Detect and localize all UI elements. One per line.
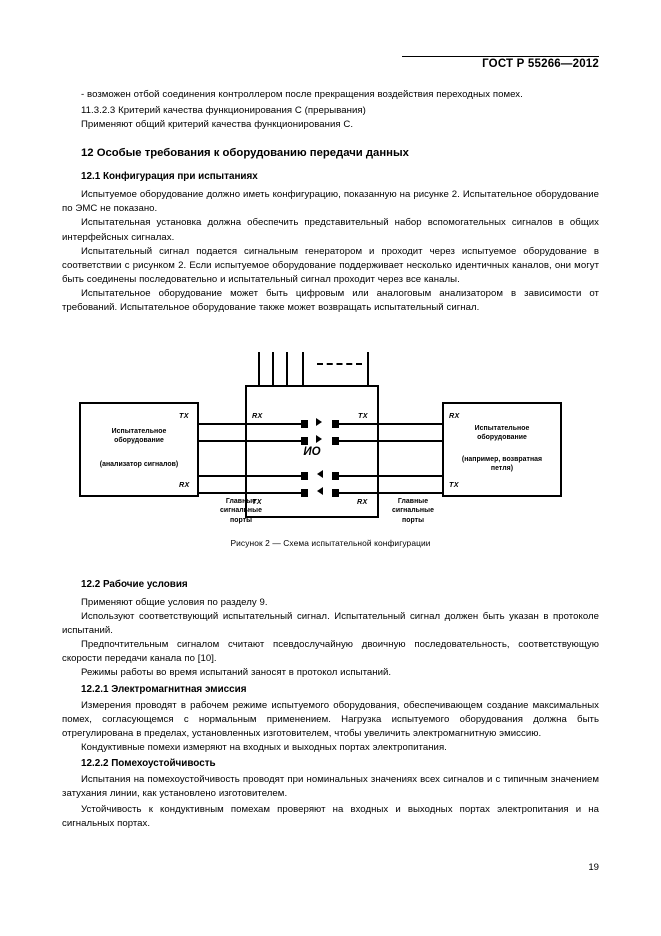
heading-11-3-2-3: 11.3.2.3 Критерий качества функционирова… xyxy=(81,105,366,117)
page-content-lower: 12.2 Рабочие условия Применяют общие усл… xyxy=(62,578,599,831)
heading-12-2-2: 12.2.2 Помехоустойчивость xyxy=(81,757,216,769)
ports-label-left: Главные сигнальные порты xyxy=(204,497,278,525)
signal-line-1-left xyxy=(199,423,301,425)
heading-12-1: 12.1 Конфигурация при испытаниях xyxy=(81,171,258,183)
tag-right-box-tx: TX xyxy=(449,480,459,489)
tag-eut-tx-right: TX xyxy=(358,411,368,420)
spacer xyxy=(62,132,599,146)
port-pad-3-in xyxy=(332,472,339,480)
right-equipment-box: Испытательное оборудование (например, во… xyxy=(442,402,562,497)
port-pad-3-out xyxy=(301,472,308,480)
paragraph-dash-bullet: - возможен отбой соединения контроллером… xyxy=(81,89,523,100)
header-rule xyxy=(402,56,599,57)
left-box-title: Испытательное оборудование xyxy=(81,427,197,446)
ports-left-line2: сигнальные xyxy=(220,507,262,515)
signal-line-2-right xyxy=(339,440,442,442)
tag-left-box-rx: RX xyxy=(179,480,190,489)
arrow-left-4 xyxy=(317,487,323,495)
port-pad-2-in xyxy=(301,437,308,445)
signal-line-3-left xyxy=(199,475,301,477)
arrow-left-3 xyxy=(317,470,323,478)
eut-box: ИО xyxy=(245,385,379,518)
ports-right-line1: Главные xyxy=(397,498,429,505)
signal-line-4-left xyxy=(199,492,301,494)
paragraph-criterion-c: Применяют общий критерий качества функци… xyxy=(81,119,354,131)
paragraph-12-2-d: Режимы работы во время испытаний заносят… xyxy=(81,667,392,679)
left-box-line3: (анализатор сигналов) xyxy=(99,461,179,468)
tag-left-box-tx: TX xyxy=(179,411,189,420)
tag-eut-tx-left: TX xyxy=(252,497,262,506)
right-box-title: Испытательное оборудование xyxy=(444,424,560,443)
paragraph-12-2-2-a: Испытания на помехоустойчивость проводят… xyxy=(62,773,599,800)
heading-section-12: 12 Особые требования к оборудованию пере… xyxy=(81,147,409,160)
right-box-line4: петля) xyxy=(490,465,514,473)
figure-2-diagram: Испытательное оборудование (анализатор с… xyxy=(62,352,599,532)
ports-label-right: Главные сигнальные порты xyxy=(376,497,450,525)
right-box-line3: (например, возвратная xyxy=(461,456,543,463)
paragraph-12-2-b: Используют соответствующий испытательный… xyxy=(62,611,599,637)
heading-12-2-1: 12.2.1 Электромагнитная эмиссия xyxy=(81,683,247,695)
aux-dashed-connector xyxy=(317,363,362,365)
port-pad-4-out xyxy=(301,489,308,497)
page-content: - возможен отбой соединения контроллером… xyxy=(62,88,599,315)
right-box-line2: оборудование xyxy=(477,434,527,442)
paragraph-12-1-a: Испытуемое оборудование должно иметь кон… xyxy=(62,189,599,215)
paragraph-12-2-1-b: Кондуктивные помехи измеряют на входных … xyxy=(81,741,447,753)
port-pad-2-out xyxy=(332,437,339,445)
arrow-right-1 xyxy=(316,418,322,426)
ports-right-line3: порты xyxy=(402,516,424,524)
heading-12-2: 12.2 Рабочие условия xyxy=(81,579,188,590)
signal-line-3-right xyxy=(339,475,442,477)
ports-right-line2: сигнальные xyxy=(392,507,434,515)
port-pad-1-out xyxy=(332,420,339,428)
arrow-right-2 xyxy=(316,435,322,443)
eut-label: ИО xyxy=(303,446,321,458)
page-header-title: ГОСТ Р 55266—2012 xyxy=(482,58,599,70)
aux-line-5 xyxy=(367,352,369,386)
signal-line-1-right xyxy=(339,423,442,425)
paragraph-12-2-a: Применяют общие условия по разделу 9. xyxy=(81,597,268,608)
left-equipment-box: Испытательное оборудование (анализатор с… xyxy=(79,402,199,497)
left-box-subtitle: (анализатор сигналов) xyxy=(81,460,197,469)
port-pad-1-in xyxy=(301,420,308,428)
paragraph-12-1-b: Испытательная установка должна обеспечит… xyxy=(62,217,599,243)
paragraph-12-2-2-b: Устойчивость к кондуктивным помехам пров… xyxy=(62,804,599,830)
aux-line-4 xyxy=(302,352,304,386)
aux-line-2 xyxy=(272,352,274,386)
paragraph-12-1-d: Испытательное оборудование может быть ци… xyxy=(62,287,599,314)
tag-right-box-rx: RX xyxy=(449,411,460,420)
spacer xyxy=(62,160,599,170)
port-pad-4-in xyxy=(332,489,339,497)
page-number: 19 xyxy=(588,862,599,873)
left-box-line1: Испытательное xyxy=(111,428,167,435)
paragraph-12-1-c: Испытательный сигнал подается сигнальным… xyxy=(62,245,599,285)
aux-line-3 xyxy=(286,352,288,386)
figure-2: Испытательное оборудование (анализатор с… xyxy=(62,352,599,552)
paragraph-12-2-1-a: Измерения проводят в рабочем режиме испы… xyxy=(62,699,599,739)
ports-left-line1: Главные xyxy=(225,498,257,505)
ports-left-line3: порты xyxy=(230,516,252,524)
right-box-line1: Испытательное xyxy=(474,425,530,432)
right-box-subtitle: (например, возвратная петля) xyxy=(444,455,560,474)
tag-eut-rx-right: RX xyxy=(357,497,368,506)
signal-line-4-right xyxy=(339,492,442,494)
tag-eut-rx-left: RX xyxy=(252,411,263,420)
figure-2-caption: Рисунок 2 — Схема испытательной конфигур… xyxy=(230,538,431,548)
aux-line-1 xyxy=(258,352,260,386)
signal-line-2-left xyxy=(199,440,301,442)
paragraph-12-2-c: Предпочтительным сигналом считают псевдо… xyxy=(62,639,599,665)
left-box-line2: оборудование xyxy=(114,437,164,445)
